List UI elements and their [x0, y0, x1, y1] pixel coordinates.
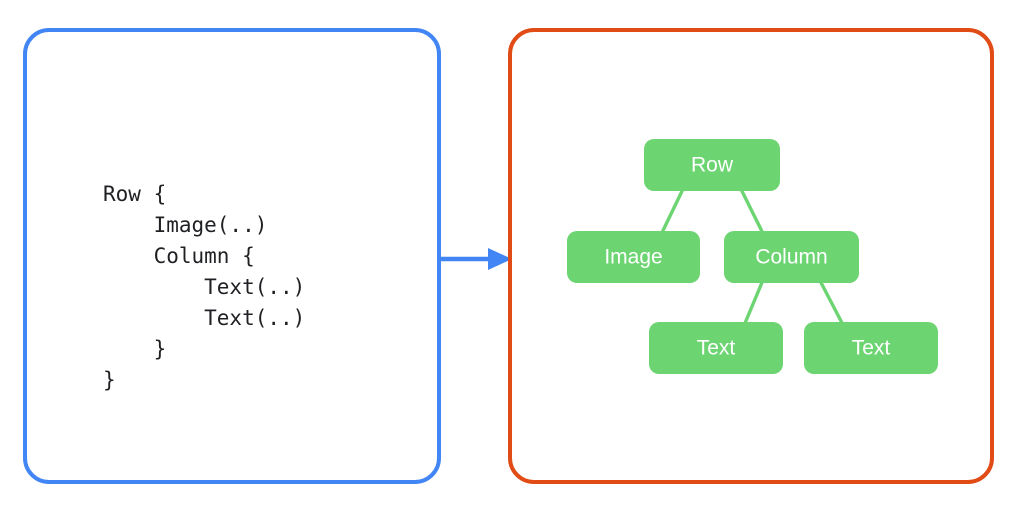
tree-edge-row-image — [661, 189, 684, 233]
arrow-head — [488, 248, 512, 270]
tree-edge-column-text2 — [819, 281, 844, 324]
flow-arrow — [438, 248, 512, 270]
tree-node-box-row — [644, 139, 780, 191]
tree-node-box-image — [567, 231, 700, 283]
code-panel: Row { Image(..) Column { Text(..) Text(.… — [23, 28, 441, 484]
tree-node-label-text1: Text — [697, 337, 736, 360]
tree-node-label-column: Column — [755, 246, 827, 269]
tree-node-column[interactable]: Column — [724, 231, 859, 283]
tree-node-label-image: Image — [604, 246, 662, 269]
tree-edge-row-column — [740, 189, 764, 233]
tree-node-text1[interactable]: Text — [649, 322, 783, 374]
tree-node-box-text1 — [649, 322, 783, 374]
tree-node-image[interactable]: Image — [567, 231, 700, 283]
tree-node-text2[interactable]: Text — [804, 322, 938, 374]
source-code-block: Row { Image(..) Column { Text(..) Text(.… — [103, 182, 306, 392]
tree-node-row[interactable]: Row — [644, 139, 780, 191]
tree-node-label-row: Row — [691, 154, 734, 177]
tree-node-label-text2: Text — [852, 337, 891, 360]
tree-edge-column-text1 — [743, 281, 764, 324]
tree-edges — [661, 189, 844, 324]
tree-node-box-text2 — [804, 322, 938, 374]
tree-node-box-column — [724, 231, 859, 283]
